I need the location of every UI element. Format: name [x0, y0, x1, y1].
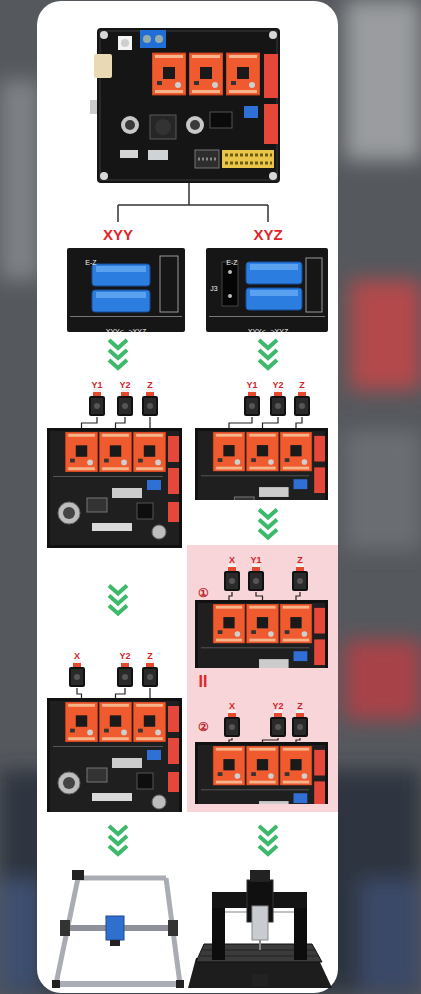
motor-label: Z	[147, 652, 153, 662]
chevron-connector	[109, 586, 127, 614]
white-panel	[37, 1, 338, 993]
silkscreen-label: J3	[210, 285, 217, 293]
text-holder: XYY	[103, 226, 133, 244]
chevron-connector	[259, 340, 277, 368]
text-holder: E-Z	[85, 251, 96, 269]
silkscreen-label: E-Z	[85, 259, 96, 267]
text-holder: ②	[198, 717, 209, 735]
text-holder: Y1	[246, 374, 257, 392]
driver-board-panel: ① X Y1 Z	[193, 549, 333, 673]
text-holder: Z	[297, 549, 303, 567]
separator-mark: II	[199, 673, 208, 691]
motor-label: X	[229, 702, 235, 712]
text-holder: Z	[297, 695, 303, 713]
jumper-panel: XYY	[55, 226, 181, 334]
text-holder: X	[229, 695, 235, 713]
text-holder: Y2	[272, 374, 283, 392]
motor-label: Y1	[246, 381, 257, 391]
jumper-photo	[206, 248, 328, 332]
laser-engraver	[52, 870, 184, 988]
silkscreen-label: E-Z	[226, 259, 237, 267]
driver-board-panel: Y1 Y2 Z	[199, 374, 337, 502]
text-holder: Y2	[119, 645, 130, 663]
chevron-arrow	[109, 826, 277, 854]
text-holder: Z	[299, 374, 305, 392]
text-holder: Y1	[250, 549, 261, 567]
text-holder: II	[199, 673, 208, 691]
text-holder: Y2	[119, 374, 130, 392]
motor-label: Y2	[272, 381, 283, 391]
text-holder: E-Z	[226, 251, 237, 269]
option-heading: XYZ	[253, 227, 282, 244]
callout-number: ①	[198, 587, 209, 600]
text-holder: X	[229, 549, 235, 567]
text-holder: ①	[198, 583, 209, 601]
text-holder: X	[74, 645, 80, 663]
driver-board-panel: ② X Y2 Z	[193, 695, 333, 807]
jumper-photo	[67, 248, 185, 332]
motor-label: Y2	[119, 652, 130, 662]
text-holder: XYY<-->XYZ	[106, 320, 146, 338]
motor-label: X	[229, 556, 235, 566]
motor-label: Z	[297, 556, 303, 566]
option-band: II①XY1Z②XY2Z	[187, 545, 338, 812]
jumper-panel: XYZ	[203, 226, 333, 334]
motor-label: Y2	[272, 702, 283, 712]
motor-label: X	[74, 652, 80, 662]
text-holder: Y1	[91, 374, 102, 392]
branch-lines	[118, 183, 268, 222]
option-heading: XYY	[103, 227, 133, 244]
silkscreen-label: XYY<-->XYZ	[248, 328, 288, 336]
motor-label: Z	[297, 702, 303, 712]
motor-label: Z	[299, 381, 305, 391]
text-holder: Y2	[272, 695, 283, 713]
chevron-connector	[109, 340, 127, 368]
text-holder: Z	[147, 645, 153, 663]
motor-label: Y2	[119, 381, 130, 391]
driver-board-panel: Y1 Y2 Z	[48, 374, 188, 554]
text-holder: XYZ	[253, 226, 282, 244]
text-holder: Z	[147, 374, 153, 392]
motor-label: Z	[147, 381, 153, 391]
silkscreen-label: XYY<-->XYZ	[106, 328, 146, 336]
cnc-router	[188, 870, 332, 988]
stepper-motor	[69, 389, 310, 737]
text-holder: J3	[210, 277, 217, 295]
driver-board-panel: X Y2 Z	[48, 645, 188, 815]
motor-label: Y1	[91, 381, 102, 391]
motor-label: Y1	[250, 556, 261, 566]
callout-number: ②	[198, 721, 209, 734]
text-holder: XYY<-->XYZ	[248, 320, 288, 338]
chevron-connector	[259, 510, 277, 538]
controller-board	[90, 28, 280, 183]
driver-board-photo	[47, 428, 328, 860]
